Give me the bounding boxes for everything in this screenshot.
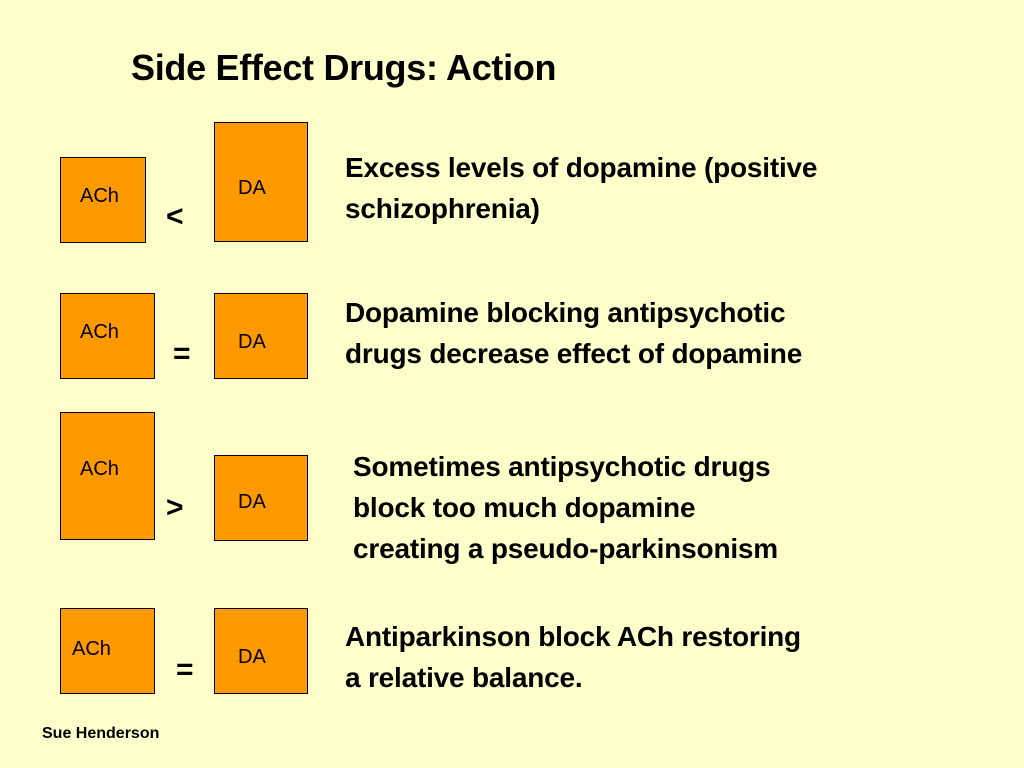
da-box xyxy=(214,455,308,541)
equals-operator: = xyxy=(176,653,194,686)
description-line: drugs decrease effect of dopamine xyxy=(345,338,803,369)
ach-box xyxy=(60,412,155,540)
greater-than-operator: > xyxy=(166,491,184,524)
description-line: Dopamine blocking antipsychotic xyxy=(345,297,786,328)
ach-box xyxy=(60,157,146,243)
author-credit: Sue Henderson xyxy=(42,725,160,742)
da-label: DA xyxy=(238,177,266,199)
da-box xyxy=(214,122,308,242)
description-line: schizophrenia) xyxy=(345,193,540,224)
description-line: a relative balance. xyxy=(345,662,583,693)
da-label: DA xyxy=(238,331,266,353)
ach-label: ACh xyxy=(80,321,119,343)
ach-box xyxy=(60,608,155,694)
da-label: DA xyxy=(238,491,266,513)
row-description: Antiparkinson block ACh restoring a rela… xyxy=(345,616,801,698)
da-box xyxy=(214,608,308,694)
da-box xyxy=(214,293,308,379)
description-line: block too much dopamine xyxy=(353,492,696,523)
description-line: creating a pseudo-parkinsonism xyxy=(353,533,778,564)
equals-operator: = xyxy=(173,337,191,370)
ach-box xyxy=(60,293,155,379)
ach-label: ACh xyxy=(80,185,119,207)
da-label: DA xyxy=(238,646,266,668)
row-description: Excess levels of dopamine (positive schi… xyxy=(345,147,817,229)
row-description: Dopamine blocking antipsychotic drugs de… xyxy=(345,292,802,374)
ach-label: ACh xyxy=(80,458,119,480)
ach-label: ACh xyxy=(72,638,111,660)
description-line: Sometimes antipsychotic drugs xyxy=(353,451,771,482)
description-line: Excess levels of dopamine (positive xyxy=(345,152,818,183)
less-than-operator: < xyxy=(166,200,184,233)
description-line: Antiparkinson block ACh restoring xyxy=(345,621,801,652)
slide-title: Side Effect Drugs: Action xyxy=(131,47,557,88)
row-description: Sometimes antipsychotic drugs block too … xyxy=(353,446,778,569)
